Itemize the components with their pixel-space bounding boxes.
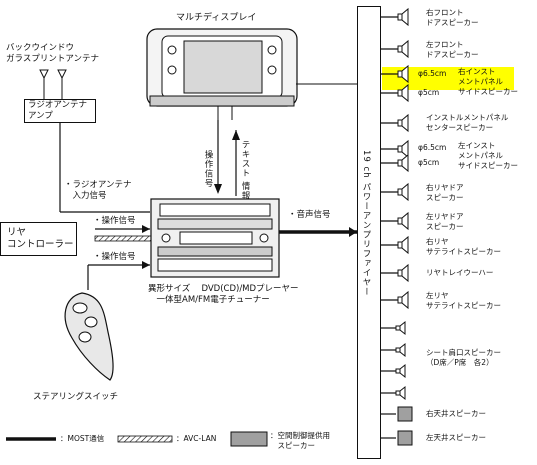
highlight-band [382,67,514,90]
antenna-icons [39,69,67,99]
speaker-label-front-left: 左フロント ドアスピーカー [426,40,479,59]
speaker-label-front-right: 右フロント ドアスピーカー [426,8,479,27]
speaker-size-ip-left-65: φ6.5cm [418,143,447,152]
speaker-label-ceiling-right: 右天井スピーカー [426,409,486,418]
legend-space-label: ：空間制御提供用 スピーカー [270,431,330,450]
speaker-label-ip-left: 左インスト メントパネル サイドスピーカー [458,141,518,170]
legend-most-label: ：MOST通信 [60,434,105,443]
audio-signal-label: ・音声信号 [288,210,331,220]
head-unit [150,198,280,278]
steering-switch-caption: ステアリングスイッチ [33,392,119,402]
multi-display-title: マルチディスプレイ [176,13,257,23]
rear-controller-label: リヤ コントローラー [7,227,74,250]
speaker-label-ceiling-left: 左天井スピーカー [426,433,486,442]
speaker-label-rear-door-left: 左リヤドア スピーカー [426,212,464,231]
operation-signal-down-label: 操作信号 [203,150,213,188]
speaker-size-ip-right-5: φ5cm [418,88,440,97]
speaker-label-rear-tray-woofer: リヤトレイウーハー [426,268,494,277]
speaker-label-rear-sat-left: 左リヤ サテライトスピーカー [426,291,501,310]
text-info-label: テキスト 情報 [240,140,250,201]
head-unit-caption: 異形サイズ DVD(CD)/MDプレーヤー 一体型AM/FM電子チューナー [148,284,299,305]
multi-display [146,28,298,107]
power-amplifier-label: 19 ch パワーアンプリファイヤー [361,150,371,297]
speaker-label-rear-sat-right: 右リヤ サテライトスピーカー [426,237,501,256]
power-amplifier [357,6,381,459]
operation-signal-1: ・操作信号 [93,216,136,226]
speaker-size-ip-left-5: φ5cm [418,158,440,167]
operation-signal-2: ・操作信号 [93,252,136,262]
speaker-label-seat-shoulder: シート肩口スピーカー （D席／P席 各2） [426,348,501,367]
speaker-bus [380,16,398,439]
speaker-label-ip-right: 右インスト メントパネル サイドスピーカー [458,67,518,96]
rear-controller: リヤ コントローラー [0,222,77,256]
antenna-caption: バックウインドウ ガラスプリントアンテナ [6,43,99,64]
legend-graphics [6,431,268,447]
legend-avc-label: ：AVC-LAN [176,434,217,443]
speaker-size-ip-right-65: φ6.5cm [418,69,447,78]
radio-antenna-amp: ラジオアンテナ アンプ [24,99,96,123]
radio-antenna-amp-label: ラジオアンテナ アンプ [28,100,87,121]
speaker-label-rear-door-right: 右リヤドア スピーカー [426,183,464,202]
radio-input-label: ・ラジオアンテナ 入力信号 [64,180,132,201]
speaker-label-ip-center: インストルメントパネル センタースピーカー [426,113,509,132]
speaker-icons [395,7,413,446]
steering-switch-shape [64,292,114,381]
